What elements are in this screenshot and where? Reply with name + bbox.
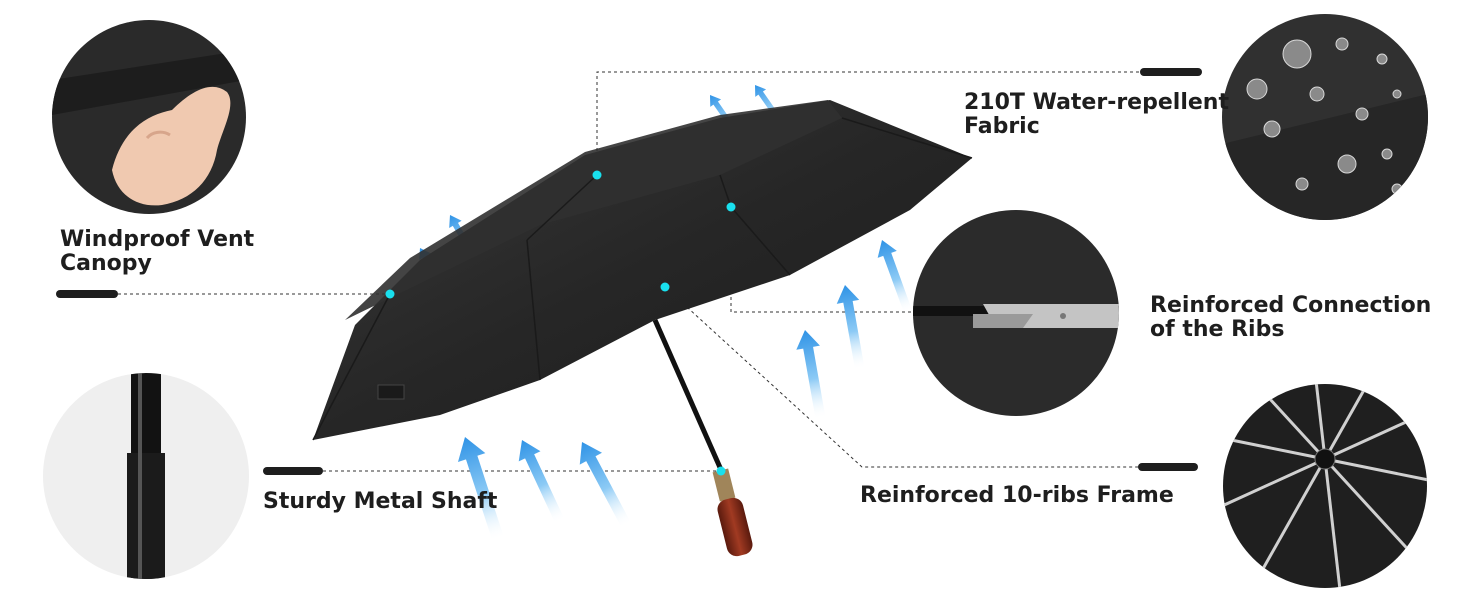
shaft-bar	[263, 467, 323, 475]
fabric-label-line1: 210T Water-repellent	[964, 90, 1229, 115]
frame-leader-line	[664, 286, 1138, 468]
canopy-vent-flap	[345, 100, 842, 320]
frame-rib	[1323, 457, 1415, 556]
windproof-label: Windproof Vent Canopy	[60, 228, 254, 276]
shaft-label-line1: Sturdy Metal Shaft	[263, 489, 498, 514]
frame-label: Reinforced 10-ribs Frame	[860, 484, 1174, 508]
windproof-bar	[56, 290, 118, 298]
ribs-connection-detail-photo	[913, 210, 1119, 416]
callout-dot-icon	[726, 202, 736, 212]
frame-rib	[1223, 457, 1326, 508]
windproof-detail-photo	[52, 20, 246, 214]
frame-rib	[1223, 436, 1326, 461]
handle-collar	[712, 468, 736, 502]
umbrella-shaft	[652, 318, 725, 474]
callout-dot-icon	[592, 170, 602, 180]
ribs-connection-label-line2: of the Ribs	[1150, 317, 1285, 342]
frame-rib	[1323, 384, 1370, 460]
frame-label-line1: Reinforced 10-ribs Frame	[860, 483, 1174, 508]
shaft-label: Sturdy Metal Shaft	[263, 490, 497, 514]
brand-patch	[377, 384, 405, 400]
frame-bar	[1138, 463, 1198, 471]
canopy-ribs	[312, 117, 973, 441]
fabric-label: 210T Water-repellent Fabric	[964, 91, 1229, 139]
callout-dot-icons	[385, 170, 736, 476]
umbrella-illustration	[312, 100, 973, 557]
fabric-bar	[1140, 68, 1202, 76]
callout-dot-icon	[385, 289, 395, 299]
fabric-label-line2: Fabric	[964, 114, 1040, 139]
ribs-connection-leader-line	[730, 207, 920, 313]
ribs-connection-label: Reinforced Connection of the Ribs	[1150, 294, 1431, 342]
umbrella-canopy	[313, 100, 972, 440]
fabric-leader-line	[596, 71, 1140, 175]
windproof-label-line1: Windproof Vent	[60, 227, 255, 252]
frame-rib	[1314, 384, 1327, 460]
shaft-detail-photo	[43, 373, 249, 579]
callout-dot-icon	[660, 282, 670, 292]
frame-rib	[1323, 458, 1342, 588]
fabric-detail-photo	[1222, 14, 1428, 220]
frame-rib	[1324, 457, 1427, 482]
frame-rib	[1254, 384, 1327, 461]
wooden-handle	[717, 497, 753, 557]
frame-rib	[1259, 458, 1327, 573]
callout-dot-icon	[716, 466, 726, 476]
frame-detail-photo	[1223, 384, 1427, 588]
windproof-label-line2: Canopy	[60, 251, 152, 276]
ribs-connection-label-line1: Reinforced Connection	[1150, 293, 1432, 318]
frame-rib	[1324, 410, 1427, 461]
